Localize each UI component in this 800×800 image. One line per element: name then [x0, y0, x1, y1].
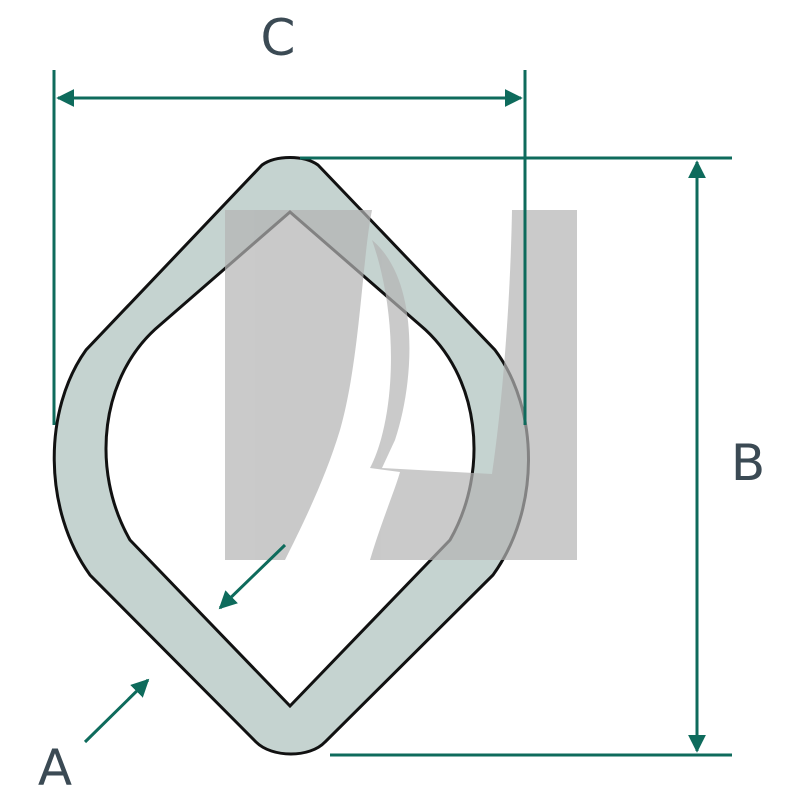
a-outer-arrow — [83, 678, 150, 744]
label-c: C — [261, 9, 296, 67]
a-inner-arrow — [218, 543, 287, 610]
label-b: B — [731, 434, 765, 492]
tube-profile-shape — [52, 156, 530, 756]
label-a: A — [38, 739, 72, 797]
